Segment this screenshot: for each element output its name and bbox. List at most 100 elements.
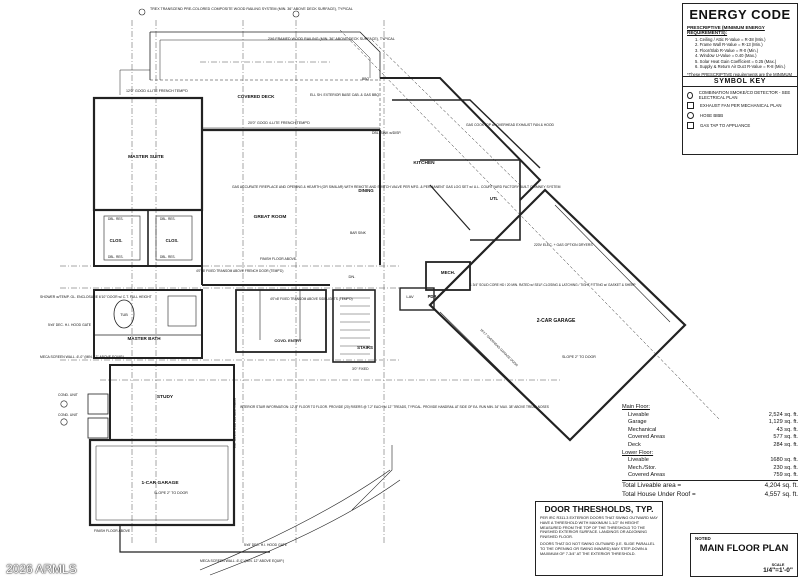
room-label-kitchen: KITCHEN xyxy=(413,160,435,166)
scale-value: 1/4"=1'-0" xyxy=(763,567,793,574)
energy-code-title: ENERGY CODE xyxy=(689,7,791,22)
energy-requirement-3: 3. Floor/Slab R-Value = R-0 (Min.) xyxy=(695,47,759,53)
area-row: Liveable 1680 sq. ft. xyxy=(622,457,798,465)
symbol-gas-tap-label: GAS TAP TO APPLIANCE xyxy=(700,123,751,128)
note-dbl-res-d: DBL. RES. xyxy=(160,255,176,259)
area-row: Covered Areas 577 sq. ft. xyxy=(622,434,798,442)
gas-tap-icon xyxy=(687,122,694,129)
energy-code-subtitle: PRESCRIPTIVE (MINIMUM ENERGY REQUIREMENT… xyxy=(687,25,765,35)
drawing-notes: TREX TRANSCEND PRE-COLORED COMPOSITE WOO… xyxy=(40,7,636,563)
note-fixed-transom-a: 4'0"x8' FIXED TRANSOM ABOVE FRENCH DOOR … xyxy=(196,269,283,273)
area-value: 759 sq. ft. xyxy=(773,472,798,479)
room-label-tub: TUB xyxy=(120,313,128,317)
note-bbq: BBQ xyxy=(362,77,370,81)
area-value: 230 sq. ft. xyxy=(773,464,798,471)
energy-requirement-6: 6. Supply & Return Air Duct R-Value = R-… xyxy=(695,64,786,70)
exhaust-fan-icon xyxy=(687,102,694,109)
lower-floor-heading: Lower Floor: xyxy=(622,449,654,456)
area-label: Mech./Stor. xyxy=(628,464,657,471)
symbol-smoke-detector-label: COMBINATION SMOKE/CO DETECTOR - SEE ELEC… xyxy=(698,90,791,100)
area-value: 43 sq. ft. xyxy=(776,426,798,433)
room-label-one-car-garage: 1-CAR GARAGE xyxy=(141,480,179,486)
note-hood-gate: 5'x5' DEC. H.I. HOOD GATE xyxy=(48,323,92,327)
room-label-down: DN. xyxy=(349,274,356,279)
sheet-scale: SCALE 1/4"=1'-0" xyxy=(763,562,793,574)
area-value: 577 sq. ft. xyxy=(773,434,798,441)
note-gas-cooktop: GAS COOKTOP w/ OVERHEAD EXHAUST FAN & HO… xyxy=(466,123,555,127)
note-mesh-wall-top: MECA SCREEN WALL -6'-0" (MIN. 12" ABOVE … xyxy=(40,355,124,359)
note-dbl-res-c: DBL. RES. xyxy=(108,255,124,259)
energy-code-panel: ENERGY CODE PRESCRIPTIVE (MINIMUM ENERGY… xyxy=(682,3,798,155)
door-thresholds-note: DOOR THRESHOLDS, TYP. PER IRC R311.3 EXT… xyxy=(535,501,663,576)
room-label-closet-left: CLOS. xyxy=(110,238,123,243)
area-row: Covered Areas 759 sq. ft. xyxy=(622,472,798,480)
room-label-mech: MECH. xyxy=(441,270,455,275)
copyright-watermark: 2026 ARMLS xyxy=(6,562,77,576)
room-label-study: STUDY xyxy=(157,394,174,400)
sheet-title: MAIN FLOOR PLAN xyxy=(699,543,789,554)
symbol-gas-tap: GAS TAP TO APPLIANCE xyxy=(687,122,750,129)
note-slope-garage-small: SLOPE 2" TO DOOR xyxy=(154,491,188,495)
total-liveable-row: Total Liveable area =4,204 sq. ft. xyxy=(622,479,798,490)
note-finish-floor: FINISH FLOOR ABOVE xyxy=(260,257,297,261)
energy-requirement-4: 4. Window U-Value = 0.40 (Max.) xyxy=(695,53,757,59)
area-label: Liveable xyxy=(628,411,649,418)
note-mesh-wall-bottom: MECA SCREEN WALL -6'-0" (MIN. 12" ABOVE … xyxy=(200,559,284,563)
door-thresholds-title: DOOR THRESHOLDS, TYP. xyxy=(544,504,654,514)
area-row: Deck 284 sq. ft. xyxy=(622,442,798,450)
area-value: 1680 sq. ft. xyxy=(770,457,798,464)
note-shower: SHOWER w/TEMP. GL. ENCLOSURE 6'10" DOOR … xyxy=(40,295,152,299)
hose-bibb-icon xyxy=(687,112,694,119)
note-dbl-sink: DBL. SINK w/DISP. xyxy=(372,131,401,135)
note-range: 220V ELEC. + GAS OPTION DRYERS xyxy=(534,243,593,247)
energy-requirement-1: 1. Ceiling / Attic R-Value = R-38 (Min.) xyxy=(695,37,766,42)
note-stair-info: INTERIOR STAIR INFORMATION: 12'-0" FLOOR… xyxy=(240,405,549,409)
area-value: 2,524 sq. ft. xyxy=(768,411,798,418)
note-fire-door: 1 3/4" SOLID CORE HD / 20 MIN. RATED w/ … xyxy=(470,283,636,287)
note-fixed-transom-b: 4'0"x8' FIXED TRANSOM ABOVE SIDELIGHTS (… xyxy=(270,297,353,301)
note-dbl-res-a: DBL. RES. xyxy=(108,217,124,221)
area-label: Garage xyxy=(628,419,647,426)
energy-requirement-5: 5. Solar Heat Gain Coefficient = 0.25 (M… xyxy=(695,58,777,64)
room-label-stairs: STAIRS xyxy=(357,345,373,350)
area-label: Deck xyxy=(628,441,641,448)
area-label: Liveable xyxy=(628,457,649,464)
note-cond-unit-b: COND. UNIT xyxy=(58,413,78,417)
note-overhead-door-b: 9'x7' OVERHEAD GARAGE DOOR xyxy=(233,397,237,448)
scale-label: SCALE xyxy=(771,563,785,567)
note-cond-unit-a: COND. UNIT xyxy=(58,393,78,397)
symbol-hose-bibb: HOSE BIBB xyxy=(687,112,723,119)
room-label-utility: UTL xyxy=(490,196,499,201)
room-label-two-car-garage: 2-CAR GARAGE xyxy=(537,318,576,324)
sheet-title-block: NOTED MAIN FLOOR PLAN SCALE 1/4"=1'-0" xyxy=(690,533,798,577)
area-value: 1,129 sq. ft. xyxy=(768,419,798,426)
room-label-great-room: GREAT ROOM xyxy=(254,214,287,220)
sheet-noted: NOTED xyxy=(695,536,711,541)
room-label-dining: DINING xyxy=(358,188,374,193)
room-label-master-bath: MASTER BATH xyxy=(127,336,161,341)
note-hood-gate-bottom: 5'x5' DEC. H.I. HOOD GATE xyxy=(244,543,288,547)
door-thresholds-text-inward: DOORS THAT DO NOT SWING OUTWARD (I.E. SL… xyxy=(540,541,655,556)
room-label-lav: LAV xyxy=(406,294,414,299)
drawing-linework xyxy=(60,8,721,576)
note-door-top: 12'0" GOOD 4-LITE FRENCH TEMP'D xyxy=(126,89,188,93)
area-label: Covered Areas xyxy=(628,472,666,479)
note-front-door: 3'0" FIXED xyxy=(352,367,369,371)
area-label: Covered Areas xyxy=(628,434,666,441)
total-roof-row: Total House Under Roof =4,557 sq. ft. xyxy=(622,490,798,499)
note-bar-sink: BAR SINK xyxy=(350,231,367,235)
total-roof-label: Total House Under Roof = xyxy=(622,490,696,498)
smoke-detector-icon xyxy=(687,91,693,99)
note-finish-floor-bottom: FINISH FLOOR ABOVE xyxy=(94,529,131,533)
room-label-powder: PDR xyxy=(428,294,437,299)
symbol-smoke-detector: COMBINATION SMOKE/CO DETECTOR - SEE ELEC… xyxy=(687,90,797,100)
room-labels: COVERED DECK MASTER SUITE KITCHEN DINING… xyxy=(110,94,576,486)
note-trex-railing: TREX TRANSCEND PRE-COLORED COMPOSITE WOO… xyxy=(150,7,353,11)
room-label-closet-right: CLOS. xyxy=(166,238,179,243)
symbol-exhaust-fan: EXHAUST FAN PER MECHANICAL PLAN xyxy=(687,102,781,109)
area-row: Mech./Stor. 230 sq. ft. xyxy=(622,465,798,473)
area-value: 284 sq. ft. xyxy=(773,441,798,448)
